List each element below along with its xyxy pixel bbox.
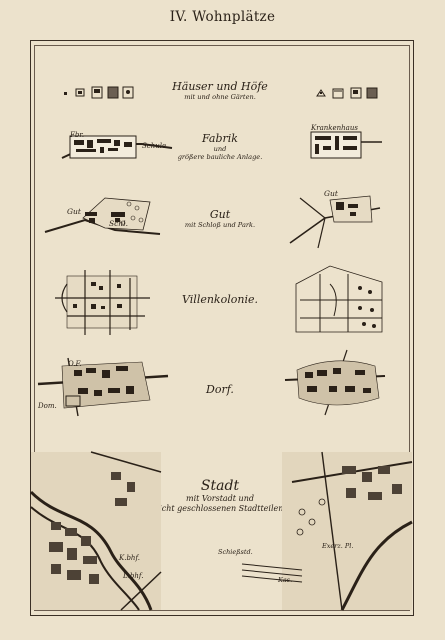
city-map-right: Exerz. Pl. Schießstd. Kas. xyxy=(218,451,413,611)
label-exerz: Exerz. Pl. xyxy=(321,542,353,550)
label-schule: Schule xyxy=(142,142,166,150)
estate-map-left: Gut Schl. xyxy=(44,197,161,235)
caption-estate: Gut mit Schloß und Park. xyxy=(160,208,280,229)
plate-inner-frame xyxy=(34,45,410,611)
village-map-right xyxy=(284,349,386,416)
caption-villa-main: Villenkolonie. xyxy=(182,293,258,306)
villa-map-left xyxy=(55,270,150,335)
caption-estate-sub: mit Schloß und Park. xyxy=(184,221,256,229)
estate-map-right: Gut xyxy=(289,189,381,249)
caption-city-main: Stadt xyxy=(200,478,240,494)
label-kas: Kas. xyxy=(277,576,292,584)
label-of: O.F. xyxy=(68,360,82,368)
label-dom: Dom. xyxy=(37,402,57,410)
caption-factory: Fabrik und größere bauliche Anlage. xyxy=(160,132,280,161)
label-schl: Schl. xyxy=(109,219,128,228)
label-krankenhaus: Krankenhaus xyxy=(310,124,358,132)
label-schiessst: Schießstd. xyxy=(218,548,253,556)
city-map-left: K.bhf. L.bhf. xyxy=(29,451,162,611)
caption-city-sub2: nicht geschlossenen Stadtteilen. xyxy=(154,504,286,513)
houses-symbols-left xyxy=(64,86,134,99)
houses-symbols-right xyxy=(316,87,378,99)
caption-factory-sub1: und xyxy=(213,145,227,153)
caption-village-main: Dorf. xyxy=(206,383,234,396)
caption-factory-main: Fabrik xyxy=(202,132,238,145)
label-fbr: Fbr. xyxy=(69,131,84,139)
caption-estate-main: Gut xyxy=(209,208,231,221)
factory-map-left: Fbr. Schule xyxy=(61,131,173,159)
villa-map-right xyxy=(295,265,383,333)
caption-houses-sub: mit und ohne Gärten. xyxy=(184,93,256,101)
page-title: IV. Wohnplätze xyxy=(169,9,276,25)
caption-houses: Häuser und Höfe mit und ohne Gärten. xyxy=(160,80,280,101)
caption-houses-main: Häuser und Höfe xyxy=(172,80,268,93)
caption-city-sub1: mit Vorstadt und xyxy=(186,494,254,503)
label-gut-left: Gut xyxy=(67,207,82,216)
label-kbhf: K.bhf. xyxy=(118,554,140,562)
caption-factory-sub2: größere bauliche Anlage. xyxy=(177,153,263,161)
village-map-left: O.F. Dom. xyxy=(37,357,169,417)
caption-village: Dorf. xyxy=(180,383,260,396)
plate-frame xyxy=(30,40,414,616)
label-gut-right: Gut xyxy=(324,189,339,198)
hospital-map-right: Krankenhaus xyxy=(310,124,382,159)
caption-villa: Villenkolonie. xyxy=(160,293,280,306)
label-lbhf: L.bhf. xyxy=(122,572,143,580)
caption-city: Stadt mit Vorstadt und nicht geschlossen… xyxy=(150,478,290,514)
